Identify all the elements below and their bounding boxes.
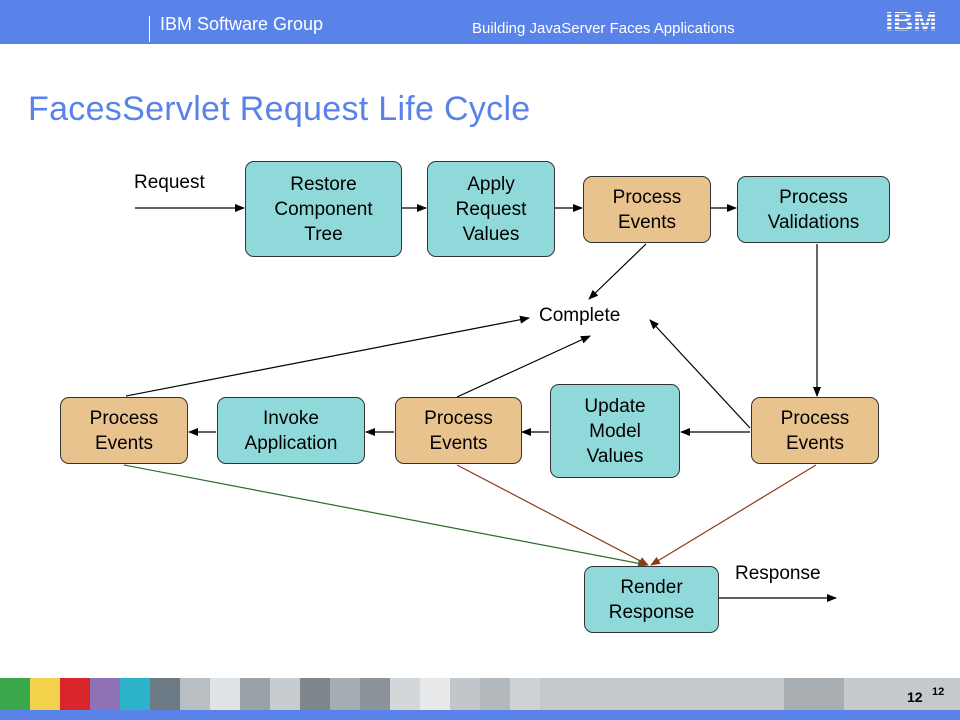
- group-name: IBM Software Group: [160, 14, 324, 34]
- arrow-events2-to-complete: [649, 319, 751, 429]
- arrow-events4-to-render: [123, 464, 648, 568]
- svg-text:IBM: IBM: [885, 6, 936, 34]
- response-label: Response: [735, 563, 821, 584]
- presentation-title: Building JavaServer Faces Applications: [472, 20, 735, 37]
- process-validations-node: Process Validations: [737, 176, 890, 243]
- arrow-events3-to-render: [456, 464, 649, 566]
- request-label: Request: [134, 172, 205, 193]
- process-events-node-1: Process Events: [583, 176, 711, 243]
- arrow-events3-to-complete: [456, 335, 591, 398]
- slide-title: FacesServlet Request Life Cycle: [28, 90, 531, 128]
- header-divider: [149, 16, 150, 42]
- restore-component-tree-node: Restore Component Tree: [245, 161, 402, 257]
- complete-label: Complete: [539, 305, 621, 326]
- arrow-events1-to-complete: [588, 243, 647, 300]
- page-number-small: 12: [932, 686, 945, 698]
- page-number: 12: [907, 689, 923, 705]
- apply-request-values-node: Apply Request Values: [427, 161, 555, 257]
- header-bar: IBM Software Group Building JavaServer F…: [0, 0, 960, 44]
- process-events-node-2: Process Events: [751, 397, 879, 464]
- footer-band: [0, 678, 960, 720]
- process-events-node-3: Process Events: [395, 397, 522, 464]
- ibm-logo: IBM: [885, 6, 936, 34]
- arrow-events4-to-complete: [125, 315, 530, 397]
- update-model-values-node: Update Model Values: [550, 384, 680, 478]
- process-events-node-4: Process Events: [60, 397, 188, 464]
- render-response-node: Render Response: [584, 566, 719, 633]
- footer-bar: [0, 710, 960, 720]
- arrow-events2-to-render: [650, 464, 817, 566]
- invoke-application-node: Invoke Application: [217, 397, 365, 464]
